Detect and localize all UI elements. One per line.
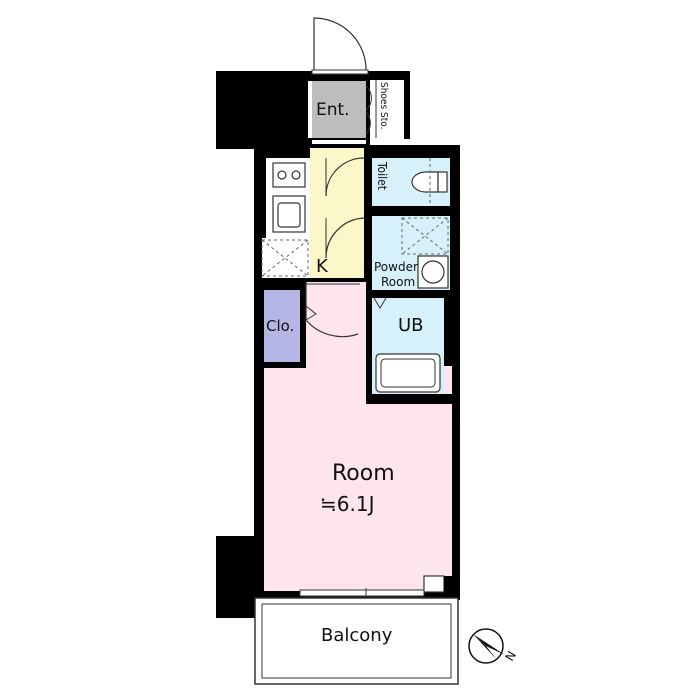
north-label: N xyxy=(502,649,519,664)
room-door xyxy=(305,282,359,338)
closet xyxy=(264,290,300,362)
balcony-label: Balcony xyxy=(321,625,393,646)
closet-label: Clo. xyxy=(266,317,294,335)
room-area-upper xyxy=(306,282,366,372)
entrance-door xyxy=(313,17,367,73)
entrance-label: Ent. xyxy=(316,100,350,120)
toilet-icon xyxy=(411,171,439,193)
toilet-label: Toilet xyxy=(375,161,389,190)
door-swing xyxy=(365,85,372,111)
shoes-storage-label: Shoes Sto. xyxy=(378,82,389,129)
entrance-area xyxy=(312,80,368,138)
compass-icon: N xyxy=(468,628,519,664)
room-size-label: ≒6.1J xyxy=(320,492,374,516)
entrance-wall xyxy=(306,71,410,81)
powder-room-label-line1: Powder xyxy=(374,260,418,274)
burner-icon xyxy=(277,170,287,180)
room-label: Room xyxy=(332,461,395,486)
unit-bath-label: UB xyxy=(398,315,424,336)
burner-icon xyxy=(291,170,301,180)
door-swing xyxy=(325,157,365,197)
structural-column-top xyxy=(216,71,308,149)
laundry-space xyxy=(401,217,449,255)
laundry-space xyxy=(261,239,309,277)
door-swing xyxy=(365,111,371,135)
door-swing xyxy=(325,217,365,259)
kitchen-label: K xyxy=(316,256,329,277)
sliding-window xyxy=(299,589,425,597)
door-swing xyxy=(373,297,387,309)
sink-basin xyxy=(277,202,301,228)
powder-room-label-line2: Room xyxy=(381,275,415,289)
